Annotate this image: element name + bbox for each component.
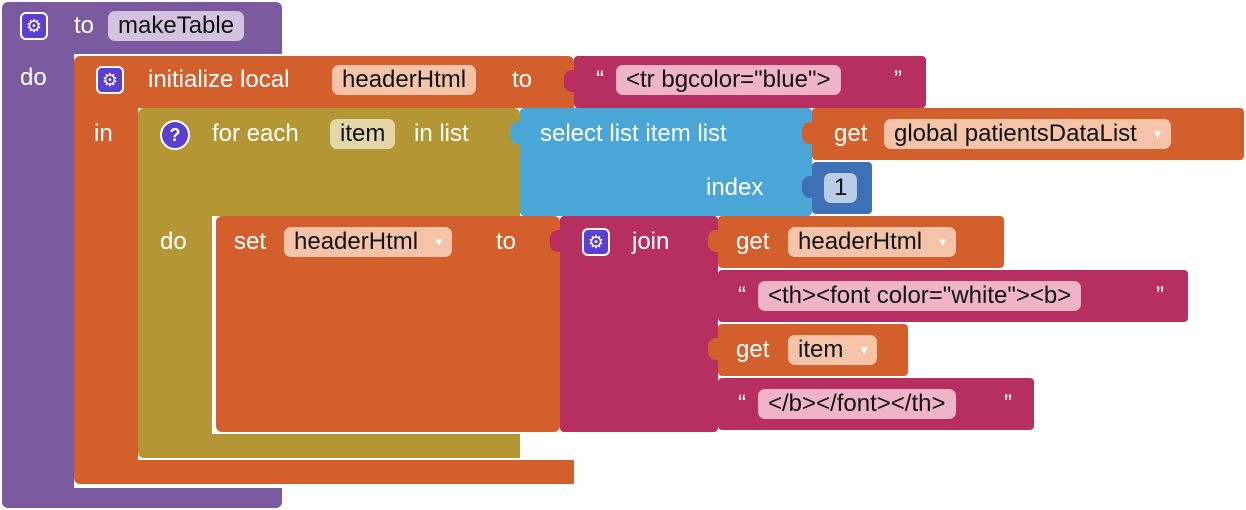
for-each-label: for each: [212, 120, 299, 147]
procedure-to-label: to: [74, 12, 95, 39]
join-get-item-tab: [708, 338, 720, 360]
initialize-local-to-label: to: [512, 66, 533, 93]
chevron-down-icon: ▾: [435, 234, 443, 249]
join-text-th-tab: [708, 284, 720, 306]
get-global-label: get: [834, 120, 868, 147]
select-list-item-index-label: index: [706, 174, 764, 201]
set-to-label: to: [496, 228, 517, 255]
for-each-do-label: do: [160, 228, 187, 255]
init-value-close-quote: ”: [894, 66, 902, 93]
initialize-local-mutator-gear-icon[interactable]: ⚙: [96, 66, 124, 94]
join-text-th-open-quote: “: [738, 282, 746, 309]
index-number-field[interactable]: 1: [824, 173, 858, 203]
join-text-close-field[interactable]: </b></font></th>: [758, 389, 956, 419]
set-var-dropdown[interactable]: headerHtml ▾: [284, 227, 453, 257]
for-each-help-icon[interactable]: ?: [160, 120, 190, 150]
initialize-local-in-label: in: [94, 120, 113, 147]
chevron-down-icon: ▾: [939, 234, 947, 249]
select-list-item-tab: [510, 122, 522, 144]
get-global-var-dropdown[interactable]: global patientsDataList ▾: [884, 119, 1171, 149]
for-each-var-name[interactable]: item: [330, 119, 396, 149]
chevron-down-icon: ▾: [1154, 126, 1161, 141]
join-text-close-close-quote: ”: [1004, 390, 1012, 417]
join-get-headerhtml-var: headerHtml: [798, 228, 923, 255]
join-text-th-field[interactable]: <th><font color="white"><b>: [758, 281, 1082, 311]
init-value-open-quote: “: [596, 66, 604, 93]
init-value-text-tab: [564, 70, 576, 92]
join-get-headerhtml-label: get: [736, 228, 770, 255]
chevron-down-icon: ▾: [860, 342, 868, 357]
index-number-tab: [802, 176, 814, 198]
join-text-close-open-quote: “: [738, 390, 746, 417]
set-label: set: [234, 228, 267, 255]
join-get-headerhtml-dropdown[interactable]: headerHtml ▾: [788, 227, 957, 257]
for-each-bottom-bar: [212, 434, 520, 458]
initialize-local-bottom-bar: [138, 460, 574, 484]
procedure-do-label: do: [20, 64, 47, 91]
select-list-item-block[interactable]: [520, 108, 812, 216]
select-list-item-label: select list item list: [540, 120, 727, 147]
join-text-th-close-quote: ”: [1156, 282, 1164, 309]
join-get-item-dropdown[interactable]: item ▾: [788, 335, 878, 365]
procedure-mutator-gear-icon[interactable]: ⚙: [20, 12, 48, 40]
join-get-item-var: item: [798, 336, 844, 363]
join-get-headerhtml-tab: [708, 230, 720, 252]
join-mutator-gear-icon[interactable]: ⚙: [582, 228, 610, 256]
get-global-tab: [802, 122, 814, 144]
get-global-var-name: global patientsDataList: [894, 120, 1137, 147]
init-value-text-field[interactable]: <tr bgcolor="blue">: [616, 65, 841, 95]
initialize-local-label: initialize local: [148, 66, 290, 93]
join-get-item-label: get: [736, 336, 770, 363]
initialize-local-var-name[interactable]: headerHtml: [332, 65, 477, 95]
join-label: join: [632, 228, 670, 255]
join-text-close-tab: [708, 392, 720, 414]
procedure-name-field[interactable]: makeTable: [108, 11, 245, 41]
join-tab: [550, 230, 562, 252]
for-each-in-list-label: in list: [414, 120, 469, 147]
set-var-name: headerHtml: [294, 228, 419, 255]
